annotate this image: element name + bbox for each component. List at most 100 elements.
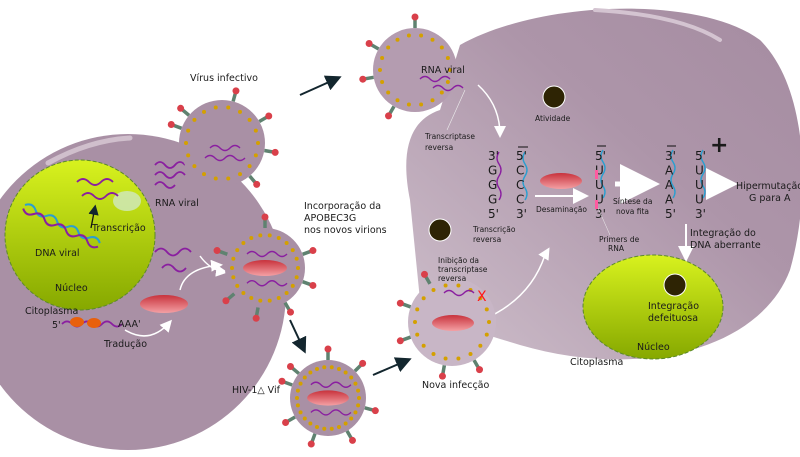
inhibition-x-mark: X xyxy=(477,289,487,305)
spike-head xyxy=(213,247,221,255)
capsid-dot xyxy=(238,172,242,177)
capsid-dot xyxy=(294,256,299,261)
label-reverse-transcription-2: reversa xyxy=(473,235,501,244)
capsid-dot xyxy=(296,266,300,270)
label-apobec-incorporation-3: nos novos virions xyxy=(304,225,387,236)
viral-rna xyxy=(246,250,288,258)
capsid-dot xyxy=(192,117,197,122)
label-aberrant-integration: Integração do xyxy=(690,228,756,239)
capsid-dot xyxy=(298,410,303,415)
capsid-dot xyxy=(276,235,281,240)
capsid-dot xyxy=(357,396,361,400)
sequence-letter: U xyxy=(695,193,704,207)
label-rna-primers: Primers de xyxy=(599,235,640,244)
ribosome xyxy=(70,317,84,327)
capsid-dot xyxy=(419,102,424,107)
spike-head xyxy=(309,281,317,289)
sequence-letter: U xyxy=(595,164,604,178)
capsid-dot xyxy=(235,283,240,288)
label-cytoplasm-left: Citoplasma xyxy=(25,306,78,317)
nucleus-right xyxy=(582,254,724,360)
spike-head xyxy=(371,407,379,415)
capsid-dot xyxy=(290,248,295,253)
sequence-letter: U xyxy=(595,178,604,192)
capsid-dot xyxy=(349,375,354,380)
viral-rna xyxy=(246,280,288,287)
capsid-dot xyxy=(302,416,307,421)
capsid-dot xyxy=(258,233,263,238)
capsid-dot xyxy=(439,90,444,95)
activity-dot xyxy=(542,85,566,109)
capsid-dot xyxy=(322,365,327,370)
capsid-dot xyxy=(284,241,289,246)
capsid-dot xyxy=(445,79,450,84)
capsid-dot xyxy=(386,45,391,50)
spike-head xyxy=(365,40,373,47)
label-aberrant-integration-2: DNA aberrante xyxy=(690,240,761,251)
capsid-dot xyxy=(356,388,361,393)
capsid-dot xyxy=(186,128,191,133)
sequence-letter: G xyxy=(488,178,497,192)
virion xyxy=(213,213,317,322)
label-new-infection: Nova infecção xyxy=(422,380,489,391)
arrow-to-new-infection xyxy=(372,357,412,376)
capsid-dot xyxy=(380,79,385,84)
capsid-dot xyxy=(353,410,358,415)
capsid-dot xyxy=(468,352,473,357)
capsid-dot xyxy=(430,37,435,42)
dna-viral-helix xyxy=(24,203,101,244)
capsid-dot xyxy=(443,356,448,361)
capsid-dot xyxy=(276,296,281,301)
capsid-dot xyxy=(241,290,246,295)
sequence-letter: U xyxy=(695,178,704,192)
label-rt-inhibition: Inibição da xyxy=(438,256,479,265)
label-cytoplasm-right: Citoplasma xyxy=(570,357,623,368)
sequence-letter: 3' xyxy=(516,207,527,221)
capsid-dot xyxy=(315,424,320,429)
capsid-dot xyxy=(406,102,411,107)
nucleolus xyxy=(113,191,141,211)
label-virus-infective: Vírus infectivo xyxy=(190,73,258,84)
capsid-dot xyxy=(267,298,272,303)
spike-head xyxy=(309,247,317,255)
sequence-letter: 3' xyxy=(695,207,706,221)
capsid-dot xyxy=(395,37,400,42)
spike-head xyxy=(359,359,367,367)
capsid-dot xyxy=(336,367,341,372)
capsid-dot xyxy=(231,256,236,261)
viral-rna xyxy=(204,144,246,162)
spike-head xyxy=(167,121,175,129)
sequence-letter: 5' xyxy=(516,149,527,163)
virion xyxy=(278,345,379,448)
sequence-letter: G xyxy=(488,193,497,207)
plus-sign: + xyxy=(710,133,728,158)
label-hypermutation: Hipermutação xyxy=(736,181,800,192)
capsid-dot xyxy=(308,421,313,426)
arrow-to-vif xyxy=(289,319,307,354)
apobec3g-protein xyxy=(243,260,287,276)
capsid-dot xyxy=(431,352,436,357)
sequence-letter: C xyxy=(516,193,524,207)
sequence-letter: U xyxy=(595,193,604,207)
capsid-dot xyxy=(415,307,420,312)
label-hypermutation-2: G para A xyxy=(749,193,791,204)
label-deamination: Desaminação xyxy=(536,205,587,214)
sequence-letter: 5' xyxy=(595,149,606,163)
apobec3g-protein xyxy=(432,315,474,331)
capsid-dot xyxy=(226,105,231,110)
capsid-dot xyxy=(443,283,448,288)
capsid-dot xyxy=(247,164,252,169)
sequence-letter: C xyxy=(516,164,524,178)
spike-head xyxy=(261,213,269,221)
capsid-dot xyxy=(478,343,483,348)
spike-head xyxy=(282,419,290,426)
spike-head xyxy=(287,308,294,316)
